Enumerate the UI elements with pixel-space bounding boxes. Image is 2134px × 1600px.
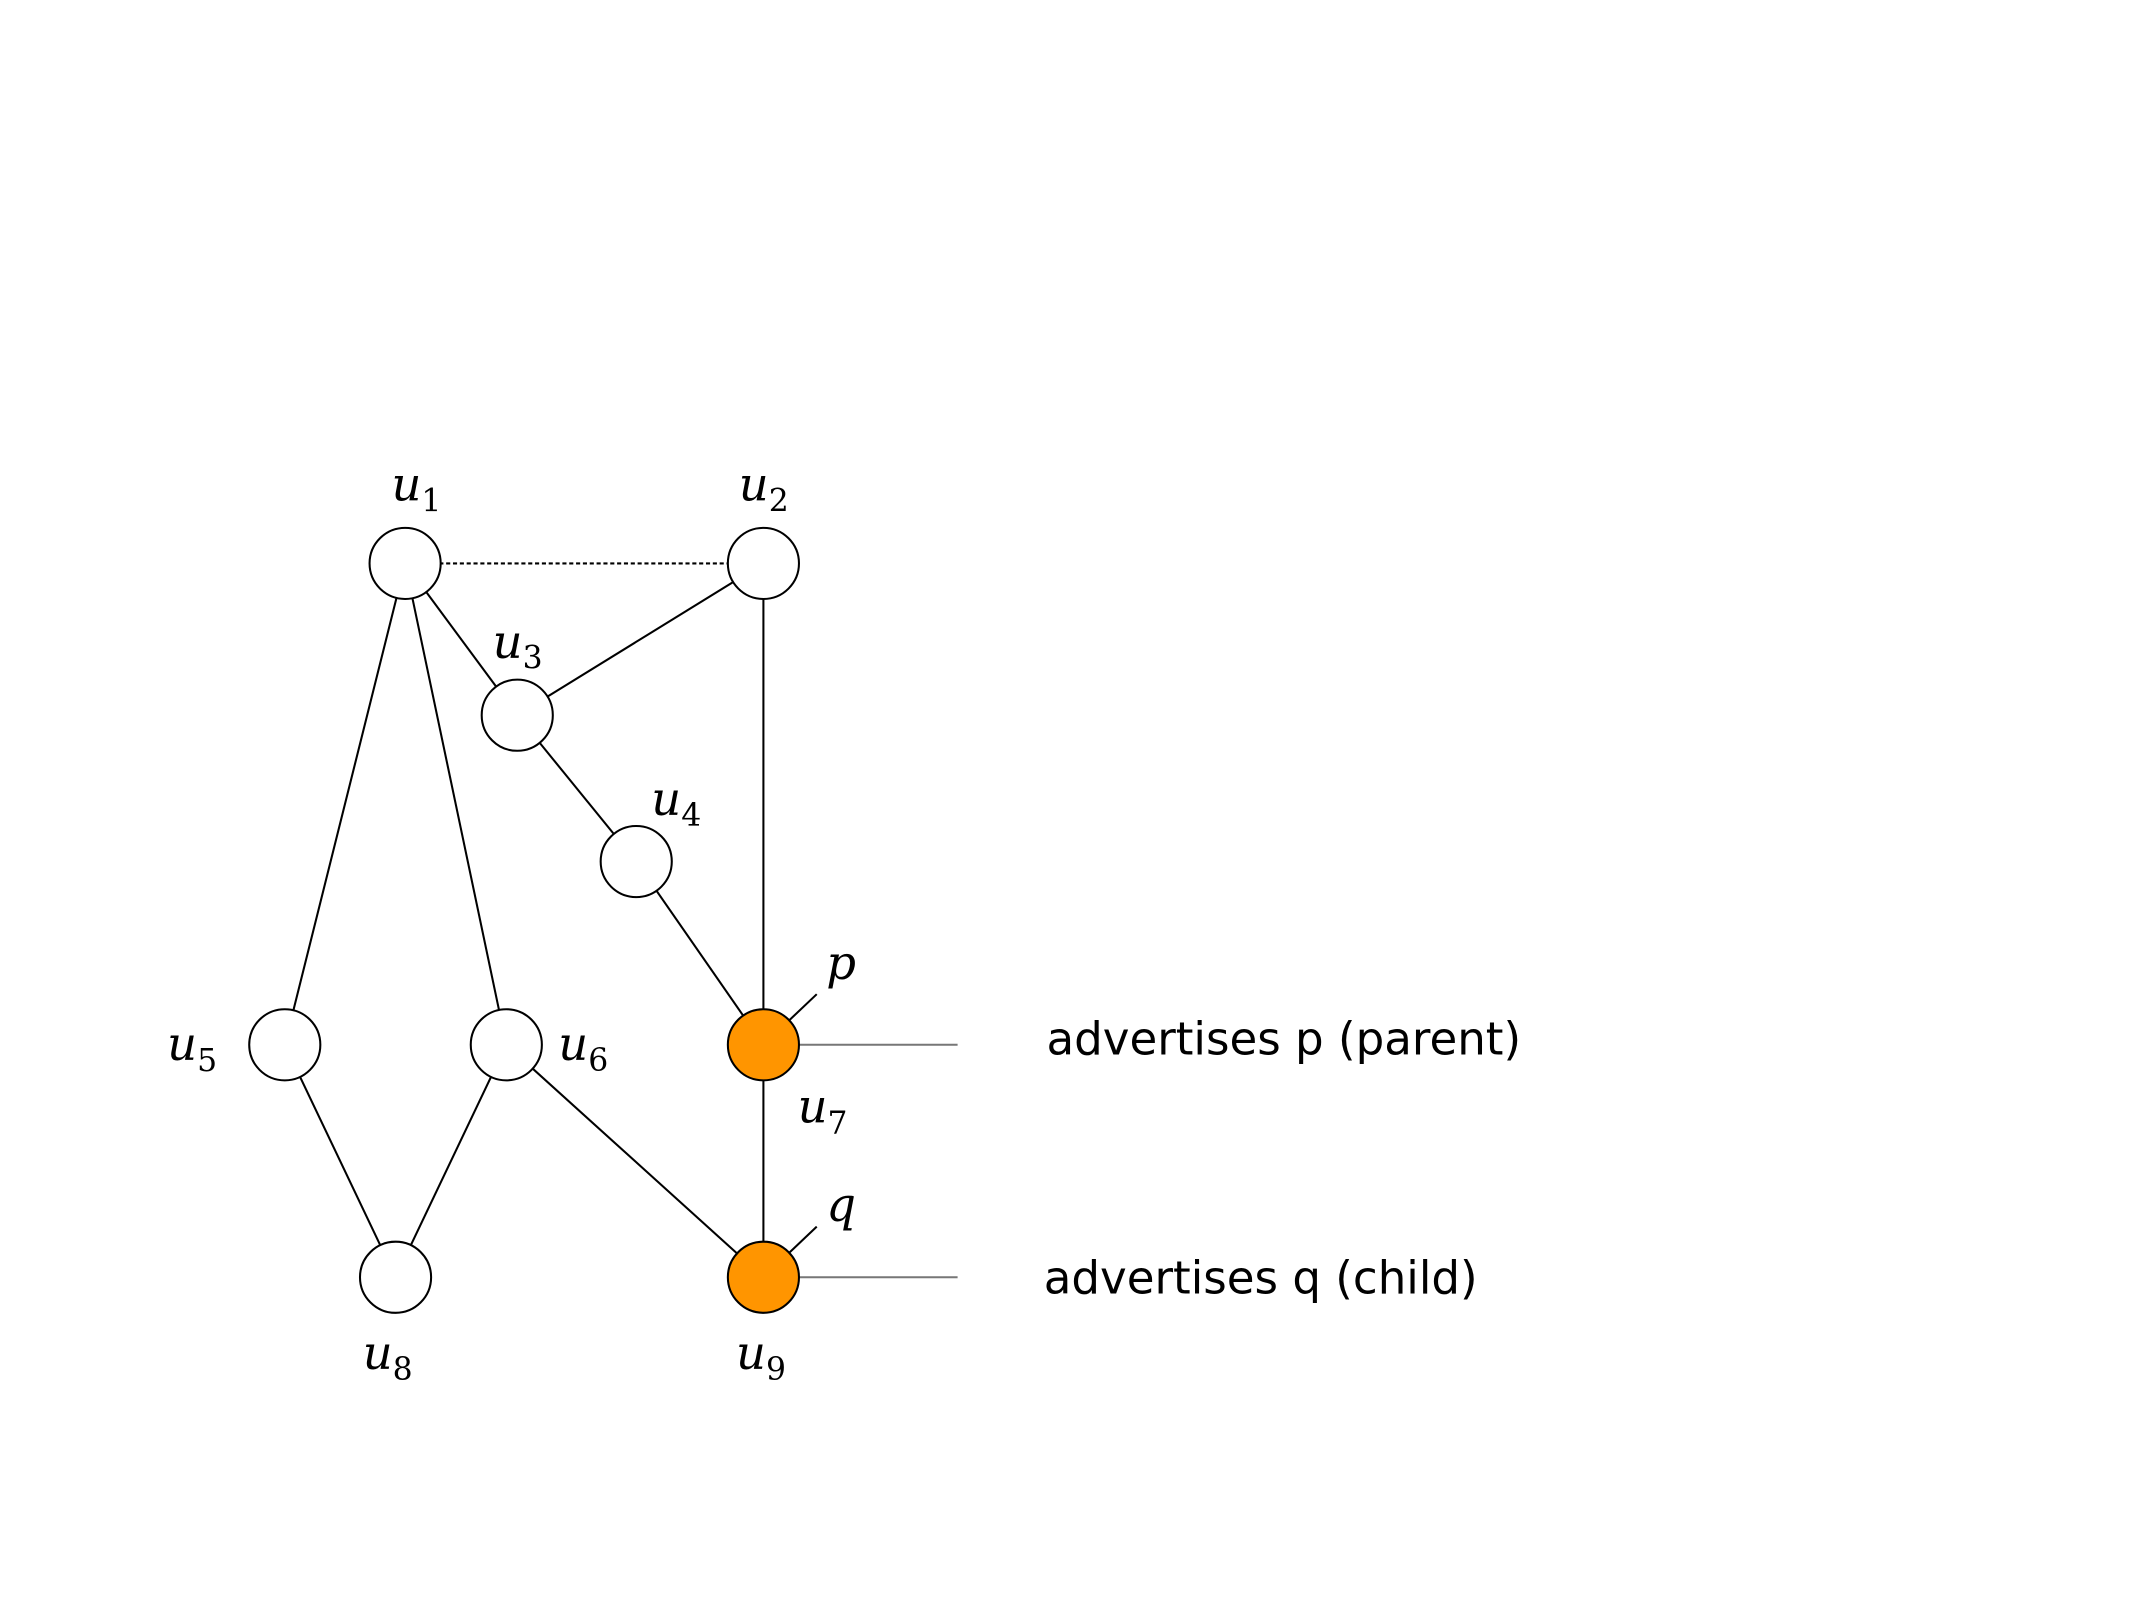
node-label-u2: u2 bbox=[739, 458, 789, 520]
node-label-u9: u9 bbox=[736, 1326, 786, 1388]
node-label-u6: u6 bbox=[558, 1017, 608, 1079]
node-u1 bbox=[368, 526, 442, 600]
edge-u2-u3 bbox=[516, 562, 764, 717]
edge-u6-u8 bbox=[394, 1044, 508, 1278]
edge-u1-u6 bbox=[404, 563, 508, 1045]
node-label-u5: u5 bbox=[167, 1017, 217, 1079]
annotation-parent: advertises p (parent) bbox=[1046, 1012, 1521, 1065]
node-label-u1: u1 bbox=[391, 458, 441, 520]
edges bbox=[283, 562, 765, 1279]
node-u7 bbox=[726, 1008, 800, 1082]
edge-u1-u5 bbox=[283, 563, 407, 1046]
node-u8 bbox=[358, 1240, 433, 1314]
node-label-u3: u3 bbox=[493, 615, 543, 677]
node-u2 bbox=[726, 526, 800, 600]
nodes bbox=[248, 526, 800, 1314]
node-label-u8: u8 bbox=[363, 1326, 413, 1388]
edge-u6-u9 bbox=[505, 1044, 765, 1279]
node-u9 bbox=[726, 1240, 800, 1314]
node-u3 bbox=[480, 678, 554, 752]
prefix-label-p: p bbox=[826, 936, 856, 990]
node-u5 bbox=[248, 1008, 322, 1082]
node-label-u7: u7 bbox=[798, 1080, 848, 1142]
node-u4 bbox=[599, 824, 673, 899]
annotation-child: advertises q (child) bbox=[1044, 1252, 1478, 1305]
prefix-label-q: q bbox=[826, 1178, 856, 1232]
node-labels: u1 u2 u3 u4 u5 u6 u7 u8 u9 bbox=[167, 458, 847, 1388]
node-u6 bbox=[469, 1008, 543, 1082]
annotation-connectors bbox=[798, 1043, 958, 1279]
edge-u4-u7 bbox=[635, 860, 765, 1046]
node-label-u4: u4 bbox=[651, 772, 701, 834]
edge-u5-u8 bbox=[283, 1044, 397, 1278]
